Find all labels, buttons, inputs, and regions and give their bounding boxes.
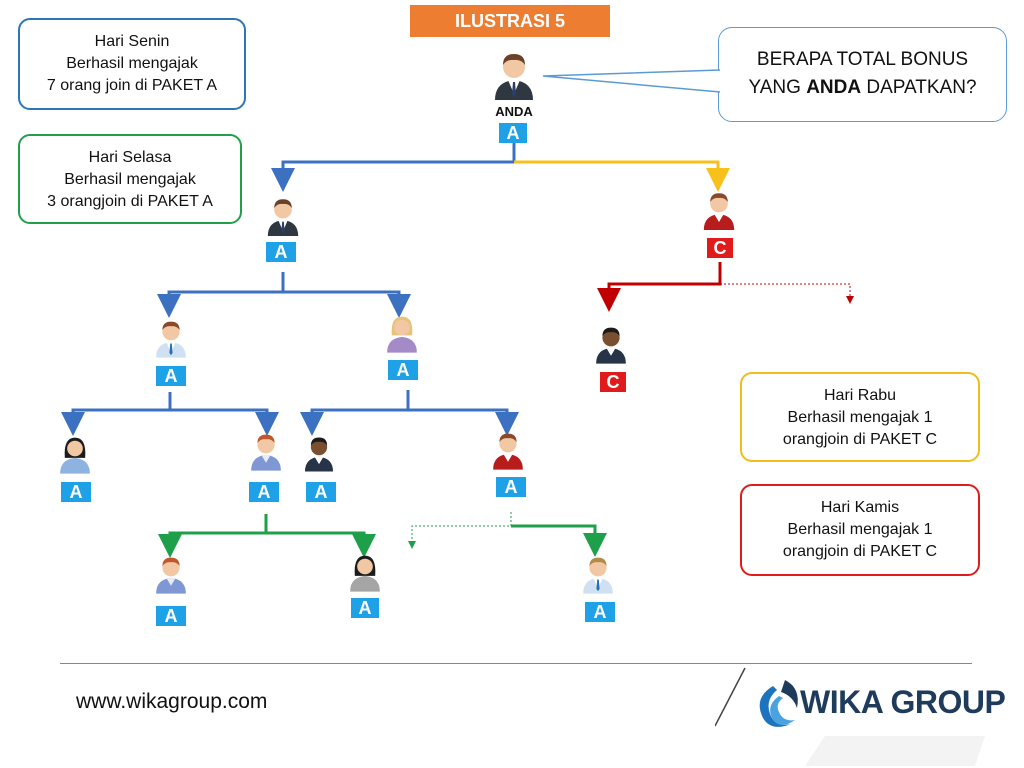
note-kamis-line3: orangjoin di PAKET C <box>782 543 938 560</box>
anda-label: ANDA <box>495 104 533 119</box>
line-l3b-left-empty <box>408 512 512 549</box>
person-icon <box>267 199 299 236</box>
package-badge: A <box>156 366 186 386</box>
note-kamis: Hari Kamis Berhasil mengajak 1 orangjoin… <box>740 484 980 576</box>
line-l2b-right <box>408 408 519 436</box>
package-badge: C <box>707 238 733 258</box>
person-icon <box>387 316 417 353</box>
note-kamis-day: Hari Kamis <box>820 499 900 516</box>
line-root-right <box>514 160 730 192</box>
package-badge: A <box>351 598 379 618</box>
line-l2a-right <box>170 408 279 436</box>
line-root-left <box>271 143 516 192</box>
line-l1-left <box>157 272 285 318</box>
callout-pointer <box>542 69 721 93</box>
person-icon <box>583 557 613 594</box>
package-badge-anda: A <box>499 123 527 143</box>
question-line1: BERAPA TOTAL BONUS <box>756 49 969 70</box>
wika-logo-icon <box>715 667 985 766</box>
line-c-left <box>597 262 722 312</box>
line-c-right-empty <box>720 283 854 304</box>
note-rabu: Hari Rabu Berhasil mengajak 1 orangjoin … <box>740 372 980 462</box>
slide-title: ILUSTRASI 5 <box>410 5 610 37</box>
note-senin: Hari Senin Berhasil mengajak 7 orang joi… <box>18 18 246 110</box>
person-icon <box>156 321 186 358</box>
note-rabu-day: Hari Rabu <box>823 387 897 404</box>
line-l1-right <box>283 290 411 318</box>
package-badge: A <box>249 482 279 502</box>
package-badge: A <box>585 602 615 622</box>
line-l2a-left <box>61 392 172 436</box>
question-callout: BERAPA TOTAL BONUS YANG ANDA DAPATKAN? <box>718 27 1007 122</box>
note-rabu-line3: orangjoin di PAKET C <box>782 431 938 448</box>
package-badge: A <box>306 482 336 502</box>
line-l3a-right <box>266 531 376 558</box>
line-l3b-right <box>511 524 607 557</box>
person-icon <box>60 437 90 474</box>
person-icon-anda <box>495 54 533 100</box>
note-rabu-line2: Berhasil mengajak 1 <box>787 409 933 426</box>
footer-brand: WIKA GROUP <box>800 684 1006 720</box>
note-selasa-line3: 3 orangjoin di PAKET A <box>47 193 213 210</box>
line-l3a-left <box>158 514 268 558</box>
person-icon <box>703 193 735 230</box>
note-senin-day: Hari Senin <box>94 33 170 50</box>
note-selasa: Hari Selasa Berhasil mengajak 3 orangjoi… <box>18 134 242 224</box>
package-badge: C <box>600 372 626 392</box>
question-bold: ANDA <box>806 77 862 98</box>
package-badge: A <box>496 477 526 497</box>
person-icon <box>156 557 186 594</box>
question-post: DAPATKAN? <box>861 77 977 98</box>
question-line2: YANG ANDA DAPATKAN? <box>719 74 1006 102</box>
person-icon <box>350 555 380 592</box>
person-icon <box>596 327 626 364</box>
footer-url: www.wikagroup.com <box>76 690 268 713</box>
person-icon <box>304 437 334 472</box>
package-badge: A <box>388 360 418 380</box>
note-senin-line3: 7 orang join di PAKET A <box>46 77 218 94</box>
footer-divider <box>60 663 972 664</box>
package-badge: A <box>266 242 296 262</box>
line-l2b-left <box>300 390 410 436</box>
person-icon <box>493 433 523 470</box>
package-badge: A <box>156 606 186 626</box>
question-pre: YANG <box>748 77 807 98</box>
note-kamis-line2: Berhasil mengajak 1 <box>787 521 933 538</box>
note-selasa-line2: Berhasil mengajak <box>64 171 196 188</box>
package-badge: A <box>61 482 91 502</box>
person-icon <box>251 434 281 471</box>
note-selasa-day: Hari Selasa <box>88 149 172 166</box>
note-senin-line2: Berhasil mengajak <box>66 55 198 72</box>
